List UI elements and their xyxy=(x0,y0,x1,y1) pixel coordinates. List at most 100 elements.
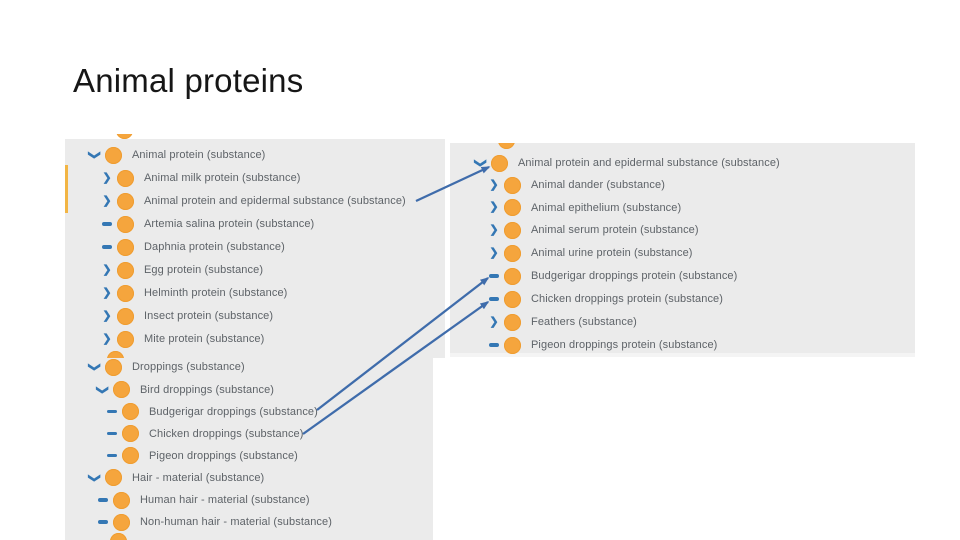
minus-icon[interactable] xyxy=(487,292,501,306)
concept-dot-icon xyxy=(113,513,130,531)
tree-row[interactable]: Pigeon droppings (substance) xyxy=(105,444,298,467)
tree-row-label: Animal epithelium (substance) xyxy=(531,201,682,214)
tree-row-label: Non-human hair - material (substance) xyxy=(140,516,332,528)
chevron-right-icon[interactable] xyxy=(100,286,114,300)
concept-dot-icon xyxy=(504,199,521,216)
concept-dot-icon xyxy=(122,425,139,442)
tree-row-label: Animal protein and epidermal substance (… xyxy=(144,195,406,207)
concept-dot-icon xyxy=(117,169,134,187)
concept-dot-icon xyxy=(504,244,521,262)
concept-dot-icon xyxy=(122,403,139,420)
concept-dot-icon xyxy=(504,267,521,285)
tree-row-label: Animal milk protein (substance) xyxy=(144,172,301,184)
tree-row[interactable]: Droppings (substance) xyxy=(88,358,245,379)
tree-row-label: Mite protein (substance) xyxy=(144,333,265,345)
tree-row[interactable]: Helminth protein (substance) xyxy=(100,282,287,305)
concept-dot-icon xyxy=(105,358,122,376)
tree-row-label: Bird droppings (substance) xyxy=(140,383,275,396)
concept-dot-icon xyxy=(107,351,124,358)
concept-dot-icon xyxy=(117,261,134,279)
tree-row-label: Budgerigar droppings (substance) xyxy=(149,405,318,418)
minus-icon[interactable] xyxy=(96,493,110,507)
tree-row-label: Droppings (substance) xyxy=(132,361,245,373)
chevron-right-icon[interactable] xyxy=(100,309,114,323)
chevron-down-icon[interactable] xyxy=(88,148,102,162)
tree-row[interactable]: Feathers (substance) xyxy=(487,311,637,334)
tree-row[interactable]: Bird droppings (substance) xyxy=(96,378,274,401)
chevron-right-icon[interactable] xyxy=(487,315,501,329)
tree-row-label: Animal dander (substance) xyxy=(531,179,665,191)
tree-row[interactable]: Insect protein (substance) xyxy=(100,305,273,328)
tree-row[interactable]: Daphnia protein (substance) xyxy=(100,236,285,259)
minus-icon[interactable] xyxy=(487,338,501,352)
tree-row[interactable]: Budgerigar droppings protein (substance) xyxy=(487,265,737,288)
chevron-right-icon[interactable] xyxy=(100,332,114,346)
chevron-down-icon[interactable] xyxy=(88,471,102,485)
chevron-right-icon[interactable] xyxy=(487,246,501,260)
chevron-right-icon[interactable] xyxy=(100,171,114,185)
minus-icon[interactable] xyxy=(105,449,119,463)
tree-row[interactable]: Human hair - material (substance) xyxy=(96,489,310,512)
tree-row[interactable]: Animal urine protein (substance) xyxy=(487,242,693,265)
tree-row[interactable]: Pigeon droppings protein (substance) xyxy=(487,334,717,357)
chevron-down-icon[interactable] xyxy=(96,383,110,397)
concept-dot-icon xyxy=(105,469,122,486)
scrollbar-track xyxy=(450,353,915,357)
tree-row-label: Feathers (substance) xyxy=(531,316,637,328)
tree-row[interactable]: Chicken droppings protein (substance) xyxy=(487,288,723,311)
slide-title: Animal proteins xyxy=(73,62,304,99)
tree-row[interactable]: Animal protein (substance) xyxy=(88,144,265,167)
concept-dot-icon xyxy=(105,146,122,164)
tree-row[interactable]: Animal serum protein (substance) xyxy=(487,219,699,242)
concept-dot-icon xyxy=(504,290,521,308)
scroll-highlight-bar xyxy=(65,165,68,213)
chevron-right-icon[interactable] xyxy=(100,263,114,277)
tree-row-label: Animal urine protein (substance) xyxy=(531,247,693,259)
chevron-right-icon[interactable] xyxy=(487,201,501,215)
tree-row[interactable]: Animal milk protein (substance) xyxy=(100,167,301,190)
tree-row-label: Hair - material (substance) xyxy=(132,471,265,484)
tree-row-label: Egg protein (substance) xyxy=(144,264,264,276)
tree-row-label: Pigeon droppings (substance) xyxy=(149,449,298,462)
concept-dot-icon xyxy=(117,330,134,348)
tree-row[interactable]: Animal protein and epidermal substance (… xyxy=(100,190,406,213)
tree-row-label: Animal protein and epidermal substance (… xyxy=(518,157,780,169)
tree-row[interactable]: Hair - material (substance) xyxy=(88,466,264,489)
minus-icon[interactable] xyxy=(96,515,110,529)
tree-row[interactable]: Egg protein (substance) xyxy=(100,259,263,282)
tree-row[interactable]: Animal epithelium (substance) xyxy=(487,196,681,219)
tree-row[interactable]: Animal dander (substance) xyxy=(487,174,665,197)
tree-row[interactable]: Non-human hair - material (substance) xyxy=(96,511,332,534)
chevron-down-icon[interactable] xyxy=(88,360,102,374)
tree-row[interactable]: Mite protein (substance) xyxy=(100,328,264,351)
tree-row[interactable]: Budgerigar droppings (substance) xyxy=(105,400,318,423)
tree-row-label: Artemia salina protein (substance) xyxy=(144,218,315,230)
tree-row-label: Helminth protein (substance) xyxy=(144,287,288,299)
minus-icon[interactable] xyxy=(100,217,114,231)
clipped-node-fragment xyxy=(116,134,134,140)
concept-dot-icon xyxy=(116,134,133,139)
tree-row[interactable]: Chicken droppings (substance) xyxy=(105,422,304,445)
concept-dot-icon xyxy=(504,313,521,331)
tree-row[interactable]: Artemia salina protein (substance) xyxy=(100,213,314,236)
minus-icon[interactable] xyxy=(100,240,114,254)
chevron-right-icon[interactable] xyxy=(487,178,501,192)
tree-row-label: Daphnia protein (substance) xyxy=(144,241,285,253)
minus-icon[interactable] xyxy=(105,427,119,441)
concept-dot-icon xyxy=(117,215,134,233)
tree-row-label: Chicken droppings protein (substance) xyxy=(531,293,724,305)
chevron-down-icon[interactable] xyxy=(474,156,488,170)
tree-row[interactable]: Animal protein and epidermal substance (… xyxy=(474,152,780,175)
minus-icon[interactable] xyxy=(105,405,119,419)
chevron-right-icon[interactable] xyxy=(487,223,501,237)
tree-panel-animal-protein-epidermal: Animal protein and epidermal substance (… xyxy=(450,143,915,357)
concept-dot-icon xyxy=(122,447,139,464)
concept-dot-icon xyxy=(113,491,130,509)
concept-dot-icon xyxy=(117,284,134,302)
chevron-right-icon[interactable] xyxy=(100,194,114,208)
minus-icon[interactable] xyxy=(487,269,501,283)
concept-dot-icon xyxy=(498,143,515,149)
tree-row-label: Insect protein (substance) xyxy=(144,310,274,322)
concept-dot-icon xyxy=(113,381,130,398)
tree-row-label: Budgerigar droppings protein (substance) xyxy=(531,270,738,282)
